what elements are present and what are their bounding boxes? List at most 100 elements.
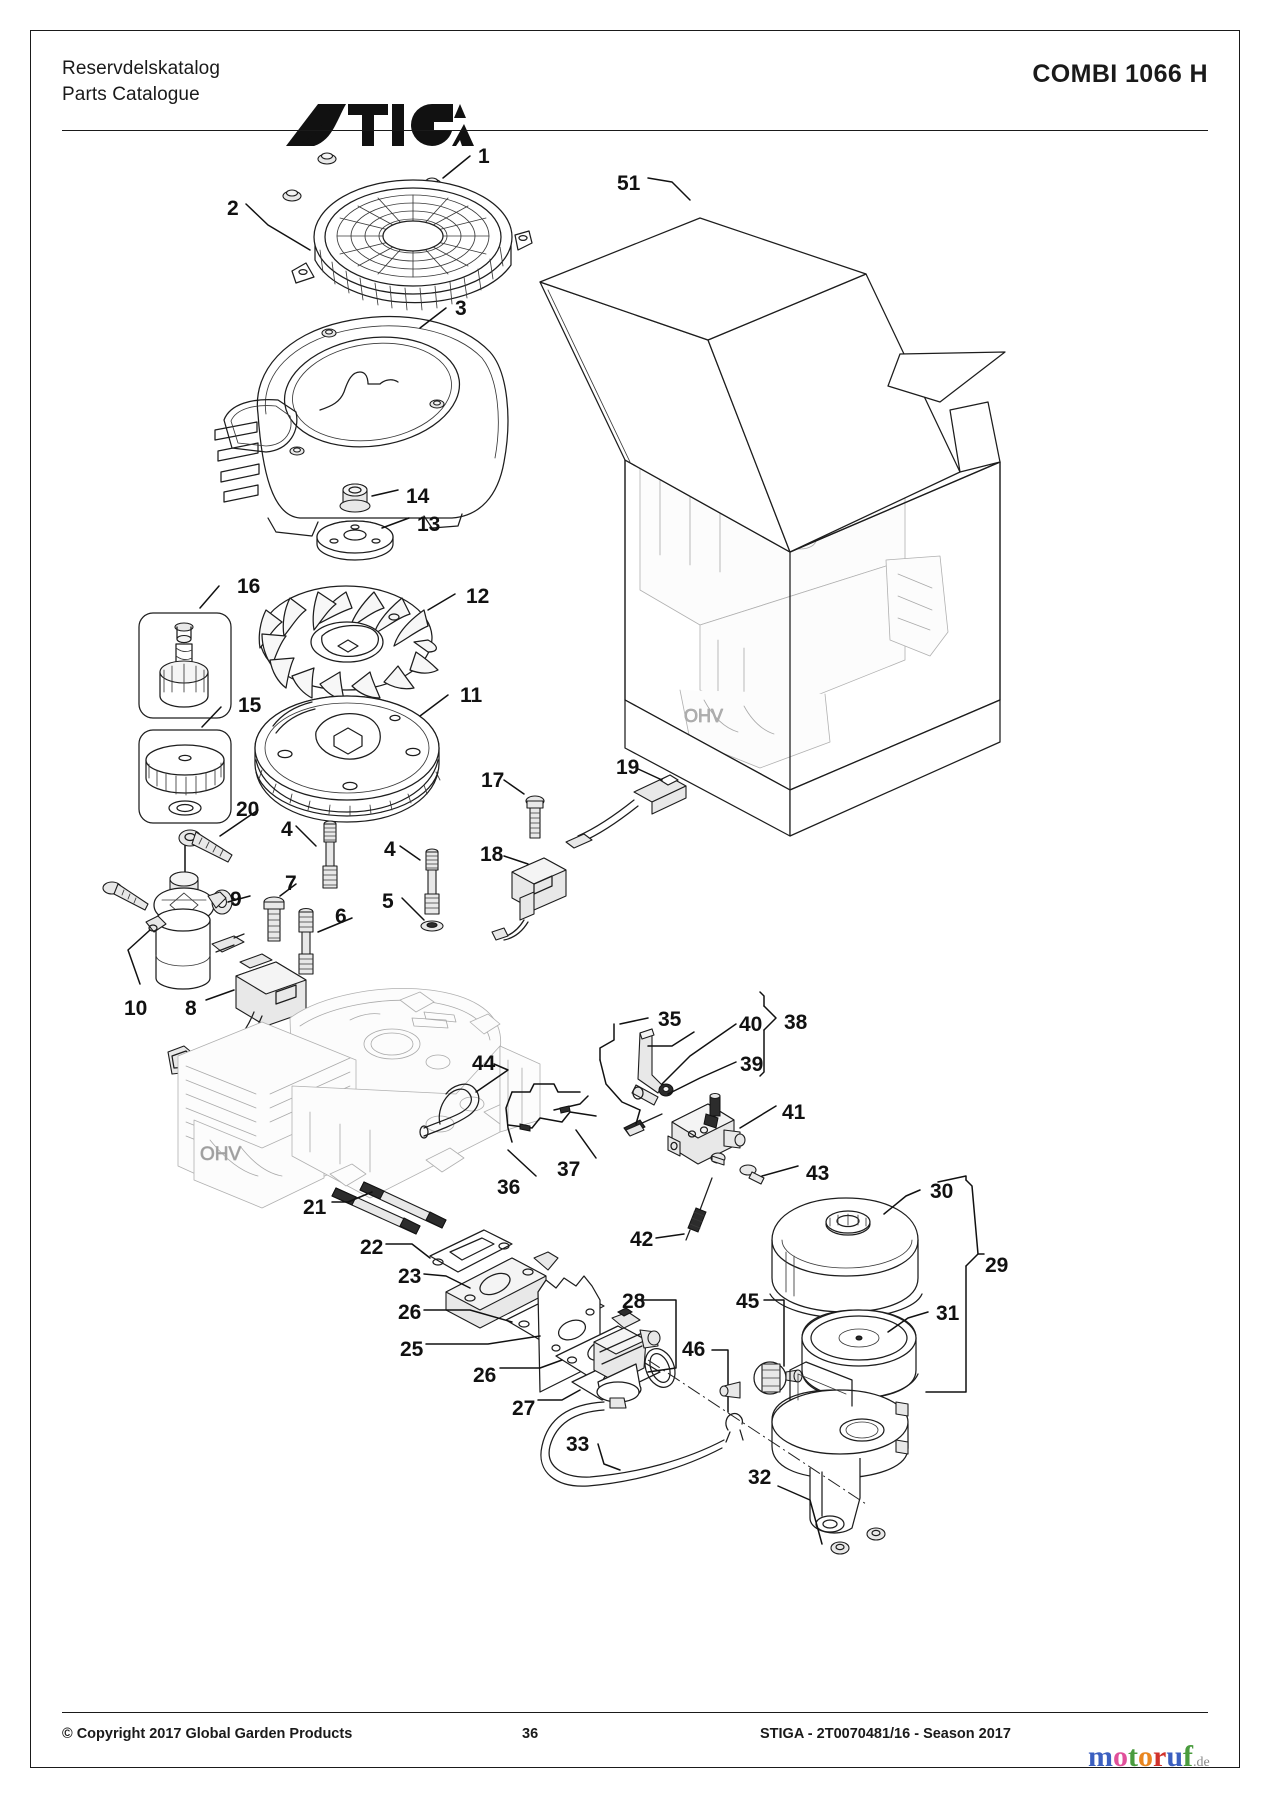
part-22-exhaust-gasket — [385, 1229, 513, 1273]
callout-4-a: 4 — [281, 818, 293, 841]
svg-text:OHV: OHV — [200, 1144, 242, 1165]
catalogue-label: Reservdelskatalog Parts Catalogue — [62, 56, 220, 108]
callout-8: 8 — [185, 997, 197, 1020]
callout-26-b: 26 — [473, 1364, 497, 1387]
callout-46: 46 — [682, 1338, 706, 1361]
part-17-screw — [503, 779, 545, 839]
part-33-fuel-hose — [540, 1401, 725, 1487]
part-15-starter-drive-gear-kit — [138, 706, 232, 910]
callout-6: 6 — [335, 905, 347, 928]
part-21-cylinder-studs — [331, 1181, 447, 1235]
callout-42: 42 — [630, 1228, 654, 1251]
part-31-air-filter-element — [801, 1309, 929, 1399]
callout-11: 11 — [460, 684, 483, 707]
part-6-stud-bolt — [298, 907, 353, 975]
callout-18: 18 — [480, 843, 504, 866]
page-header: Reservdelskatalog Parts Catalogue COMBI … — [62, 52, 1208, 146]
part-7-hex-bolt — [263, 883, 297, 942]
part-30-air-filter-cover — [769, 1189, 923, 1319]
part-4-stud-bolts — [295, 820, 440, 915]
part-11-flywheel-ring-gear — [254, 694, 449, 823]
stiga-logo — [284, 98, 474, 150]
callout-10: 10 — [124, 997, 148, 1020]
callout-39: 39 — [740, 1053, 764, 1076]
callout-38: 38 — [784, 1011, 808, 1034]
callout-21: 21 — [303, 1196, 327, 1219]
carburetor-o-ring — [644, 1348, 676, 1388]
callout-29: 29 — [985, 1254, 1009, 1277]
callout-2: 2 — [227, 197, 239, 220]
part-45-fuel-filter — [719, 1299, 803, 1399]
part-51-complete-engine-in-box: OHV — [539, 177, 1006, 837]
part-38-throttle-bracket-assembly — [625, 991, 777, 1137]
callout-3: 3 — [455, 297, 467, 320]
callout-44: 44 — [472, 1052, 496, 1075]
header-divider — [62, 130, 1208, 131]
callout-19: 19 — [616, 756, 640, 779]
callout-43: 43 — [806, 1162, 830, 1185]
part-20-socket-head-bolt — [178, 809, 259, 863]
callout-37: 37 — [557, 1158, 581, 1181]
callout-45: 45 — [736, 1290, 760, 1313]
page-border — [30, 30, 1240, 1768]
svg-text:OHV: OHV — [684, 706, 723, 726]
footer-divider — [62, 1712, 1208, 1713]
callout-15: 15 — [238, 694, 262, 717]
callout-27: 27 — [512, 1397, 536, 1420]
callout-30: 30 — [930, 1180, 954, 1203]
callout-17: 17 — [481, 769, 505, 792]
part-44-breather-hose — [419, 1063, 509, 1139]
callout-4-b: 4 — [384, 838, 396, 861]
callout-16: 16 — [237, 575, 261, 598]
callout-9: 9 — [230, 888, 242, 911]
callout-28: 28 — [622, 1290, 646, 1313]
callout-40: 40 — [739, 1013, 763, 1036]
part-8-ignition-coil — [167, 953, 307, 1075]
part-43-screw — [739, 1164, 799, 1185]
part-37-control-rod-long — [507, 1095, 597, 1159]
part-16-starter-pinion-kit — [138, 585, 232, 719]
part-13-starter-pulley — [316, 517, 410, 561]
callout-1: 1 — [478, 145, 490, 168]
part-10-electric-starter-motor — [127, 871, 251, 990]
callout-7: 7 — [285, 872, 297, 895]
part-3-engine-cover-shroud — [214, 307, 509, 537]
part-12-cooling-fan — [258, 585, 456, 701]
callout-33: 33 — [566, 1433, 590, 1456]
part-2-recoil-starter-grille — [245, 179, 533, 311]
callout-25: 25 — [400, 1338, 424, 1361]
callout-32: 32 — [748, 1466, 772, 1489]
callout-5: 5 — [382, 890, 394, 913]
catalogue-label-sv: Reservdelskatalog — [62, 58, 221, 79]
callout-41: 41 — [782, 1101, 806, 1124]
callout-20: 20 — [236, 798, 260, 821]
callout-35: 35 — [658, 1008, 682, 1031]
part-18-switch-module — [491, 855, 567, 941]
copyright-text: © Copyright 2017 Global Garden Products — [62, 1726, 353, 1742]
part-14-flywheel-nut — [339, 483, 399, 513]
engine-block: OHV — [177, 988, 541, 1209]
page-number: 36 — [522, 1726, 539, 1742]
part-5-washer — [401, 897, 444, 932]
page-title: COMBI 1066 H — [1032, 60, 1208, 88]
air-filter-base — [647, 1175, 985, 1534]
part-20-bolt-secondary — [102, 881, 149, 911]
part-42-governor-spring — [655, 1177, 713, 1241]
callout-31: 31 — [936, 1302, 960, 1325]
callout-51: 51 — [617, 172, 641, 195]
callout-26-a: 26 — [398, 1301, 422, 1324]
part-32-base-screws — [777, 1485, 886, 1555]
callout-14: 14 — [406, 485, 430, 508]
part-41-throttle-control-unit — [667, 1092, 777, 1166]
catalogue-label-en: Parts Catalogue — [62, 84, 200, 105]
document-reference: STIGA - 2T0070481/16 - Season 2017 — [760, 1726, 1011, 1742]
part-19-wiring-harness — [565, 767, 687, 849]
part-36-control-rod — [505, 1083, 581, 1177]
motoruf-watermark: motoruf.de — [1088, 1740, 1210, 1773]
callout-22: 22 — [360, 1236, 384, 1259]
callout-36: 36 — [497, 1176, 521, 1199]
part-28-carburetor — [593, 1299, 677, 1409]
callout-12: 12 — [466, 585, 490, 608]
